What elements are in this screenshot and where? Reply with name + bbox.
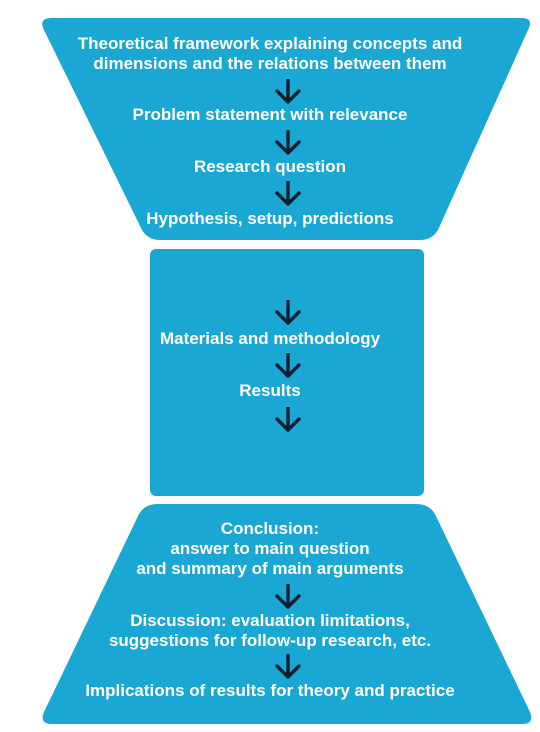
down-arrow-icon (275, 407, 301, 432)
research-question-text: Research question (193, 157, 347, 176)
down-arrow-icon (275, 300, 301, 325)
down-arrow-icon (275, 654, 301, 679)
framework-text-line-2: dimensions and the relations between the… (93, 54, 447, 73)
implications-text: Implications of results for theory and p… (85, 681, 455, 700)
framework-text-line-1: Theoretical framework explaining concept… (77, 34, 463, 53)
methodology-text: Materials and methodology (159, 329, 381, 348)
down-arrow-icon (275, 79, 301, 104)
problem-statement-text: Problem statement with relevance (132, 105, 408, 124)
conclusion-text-line-3: and summary of main arguments (136, 559, 404, 578)
conclusion-text-line-2: answer to main question (170, 539, 370, 558)
conclusion-text-line-1: Conclusion: (220, 519, 320, 538)
results-text: Results (239, 381, 301, 400)
bottom-funnel-shape (42, 504, 532, 724)
down-arrow-icon (275, 353, 301, 378)
hypothesis-text: Hypothesis, setup, predictions (146, 209, 394, 228)
down-arrow-icon (275, 584, 301, 609)
discussion-text-line-1: Discussion: evaluation limitations, (130, 611, 410, 630)
down-arrow-icon (275, 130, 301, 155)
down-arrow-icon (275, 181, 301, 206)
discussion-text-line-2: suggestions for follow-up research, etc. (108, 631, 432, 650)
top-funnel-shape (42, 18, 530, 240)
